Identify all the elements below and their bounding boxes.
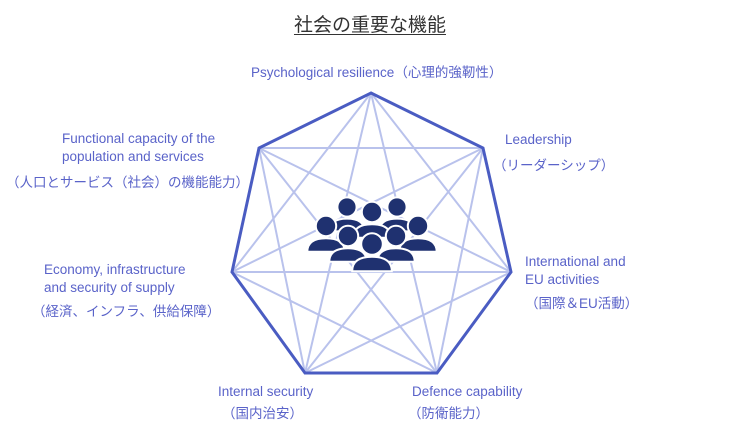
label-international-eu: International and EU activities （国際＆EU活動… <box>525 253 638 313</box>
connection-line <box>258 147 512 273</box>
label-text: Psychological resilience <box>251 65 395 80</box>
person-head <box>384 224 408 248</box>
label-text: International and <box>525 254 626 269</box>
label-text: and security of supply <box>44 280 175 295</box>
connection-line <box>258 147 306 374</box>
label-internal-security: Internal security （国内治安） <box>218 383 313 423</box>
connection-line <box>304 271 512 374</box>
people-group-icon <box>306 196 438 273</box>
label-text: （経済、インフラ、供給保障） <box>32 304 221 319</box>
label-text: （防衛能力） <box>408 406 489 421</box>
label-defence-capability: Defence capability （防衛能力） <box>408 383 523 423</box>
connection-line <box>436 147 484 374</box>
connection-line <box>231 271 438 374</box>
person-body <box>306 237 346 253</box>
label-text: （リーダーシップ） <box>493 158 615 173</box>
heptagon-outline <box>230 91 513 375</box>
person-head <box>386 196 408 218</box>
person-head <box>360 200 384 224</box>
label-text: EU activities <box>525 272 600 287</box>
label-text: Economy, infrastructure <box>44 262 186 277</box>
label-text: population and services <box>62 149 204 164</box>
connection-line <box>231 92 372 273</box>
person-head <box>406 214 430 238</box>
label-economy-infrastructure: Economy, infrastructure and security of … <box>32 261 220 321</box>
label-text: Functional capacity of the <box>62 131 216 146</box>
connection-line <box>370 92 512 273</box>
person-body <box>351 255 393 273</box>
label-text: （心理的強靭性） <box>394 65 503 80</box>
label-text: Defence capability <box>412 384 523 399</box>
connection-line <box>231 147 484 273</box>
person-head <box>360 232 384 256</box>
diagram-title: 社会の重要な機能 <box>0 10 740 37</box>
title-text: 社会の重要な機能 <box>293 15 446 36</box>
person-head <box>336 196 358 218</box>
label-text: （国際＆EU活動） <box>525 296 639 311</box>
label-psychological-resilience: Psychological resilience（心理的強靭性） <box>251 64 502 82</box>
label-leadership: Leadership （リーダーシップ） <box>493 131 614 175</box>
label-text: （人口とサービス（社会）の機能能力） <box>6 175 249 190</box>
label-functional-capacity: Functional capacity of the population an… <box>6 130 249 192</box>
label-text: Internal security <box>218 384 314 399</box>
person-body <box>376 247 416 263</box>
label-text: （国内治安） <box>222 406 303 421</box>
person-head <box>314 214 338 238</box>
label-text: Leadership <box>505 132 572 147</box>
person-head <box>336 224 360 248</box>
